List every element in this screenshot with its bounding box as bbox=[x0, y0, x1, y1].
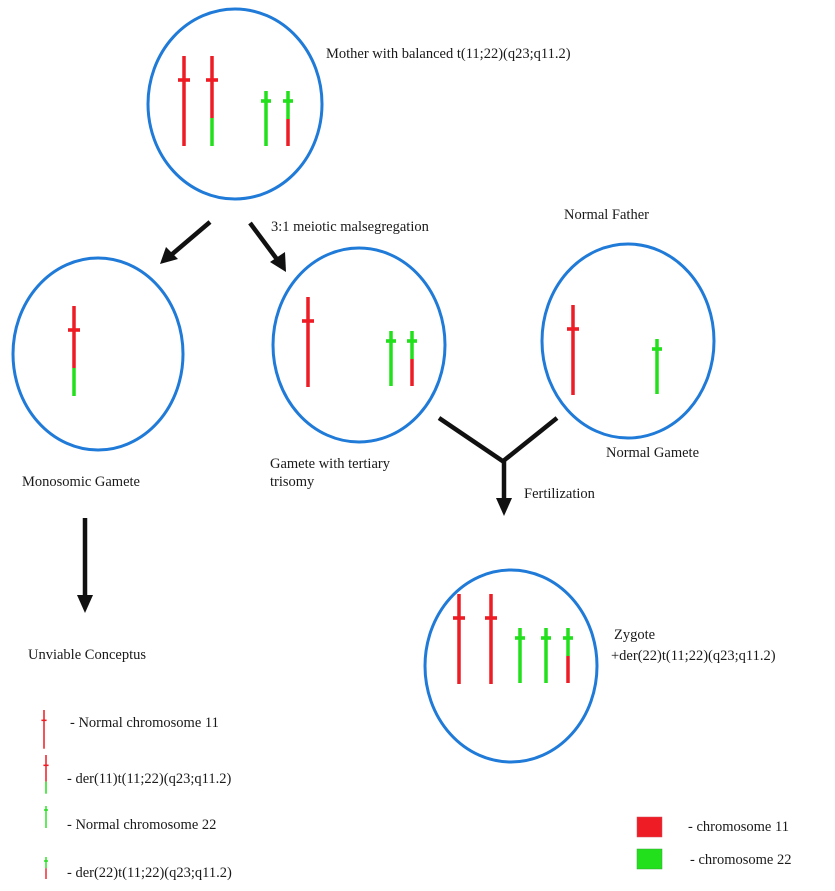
legend-label-normal-11: - Normal chromosome 11 bbox=[70, 715, 219, 731]
arrow-to-unviable bbox=[77, 518, 93, 613]
legend-swatch-chromosome-22 bbox=[636, 848, 663, 870]
cell-tertiary-gamete bbox=[271, 246, 447, 444]
legend-label-chromosome-11: - chromosome 11 bbox=[688, 819, 789, 835]
label-zygote-karyotype: +der(22)t(11;22)(q23;q11.2) bbox=[611, 648, 776, 664]
chromosome-normal-11 bbox=[485, 594, 497, 684]
arrow-to-tertiary bbox=[248, 221, 286, 272]
chromosome-normal-22 bbox=[652, 339, 662, 394]
label-normal-father: Normal Father bbox=[564, 207, 649, 223]
label-mother: Mother with balanced t(11;22)(q23;q11.2) bbox=[326, 46, 571, 62]
chromosome-der-11 bbox=[43, 755, 49, 794]
label-normal-gamete: Normal Gamete bbox=[606, 445, 700, 461]
legend-swatch-chromosome-11 bbox=[636, 816, 663, 838]
legend-label-der-11: - der(11)t(11;22)(q23;q11.2) bbox=[67, 771, 232, 787]
chromosomes-mother bbox=[178, 56, 293, 146]
cell-zygote bbox=[423, 568, 599, 764]
chromosome-normal-11 bbox=[178, 56, 190, 146]
legend-label-der-22: - der(22)t(11;22)(q23;q11.2) bbox=[67, 865, 232, 881]
label-fertilization: Fertilization bbox=[524, 486, 595, 502]
chromosome-der-11 bbox=[206, 56, 218, 146]
chromosome-normal-11 bbox=[41, 710, 47, 749]
chromosome-der-22 bbox=[44, 857, 48, 879]
chromosome-der-22 bbox=[283, 91, 293, 146]
cell-normal-father bbox=[540, 242, 716, 440]
arrow-to-monosomic bbox=[160, 220, 212, 264]
label-unviable-conceptus: Unviable Conceptus bbox=[28, 647, 146, 663]
fertilization-arrow bbox=[437, 416, 559, 516]
chromosomes-tertiary-gamete bbox=[302, 297, 417, 387]
legend-chromosome-glyphs bbox=[41, 710, 49, 879]
cell-mother bbox=[146, 7, 324, 201]
chromosome-normal-11 bbox=[302, 297, 314, 387]
chromosome-normal-22 bbox=[541, 628, 551, 683]
chromosomes-normal-father bbox=[567, 305, 662, 395]
cell-monosomic-gamete bbox=[11, 256, 185, 452]
label-malsegregation: 3:1 meiotic malsegregation bbox=[271, 219, 429, 235]
label-zygote: Zygote bbox=[614, 627, 656, 643]
chromosome-der-22 bbox=[407, 331, 417, 386]
chromosome-normal-22 bbox=[515, 628, 525, 683]
chromosome-normal-22 bbox=[261, 91, 271, 146]
chromosome-normal-11 bbox=[567, 305, 579, 395]
chromosome-normal-11 bbox=[453, 594, 465, 684]
label-monosomic-gamete: Monosomic Gamete bbox=[22, 474, 140, 490]
label-tertiary-gamete: Gamete with tertiary trisomy bbox=[270, 456, 390, 490]
legend-label-normal-22: - Normal chromosome 22 bbox=[67, 817, 217, 833]
chromosome-normal-22 bbox=[386, 331, 396, 386]
chromosome-normal-22 bbox=[44, 806, 48, 828]
chromosomes-monosomic-gamete bbox=[68, 306, 80, 396]
chromosome-der-11 bbox=[68, 306, 80, 396]
chromosome-der-22 bbox=[563, 628, 573, 683]
chromosomes-zygote bbox=[453, 594, 573, 684]
legend-label-chromosome-22: - chromosome 22 bbox=[690, 852, 792, 868]
